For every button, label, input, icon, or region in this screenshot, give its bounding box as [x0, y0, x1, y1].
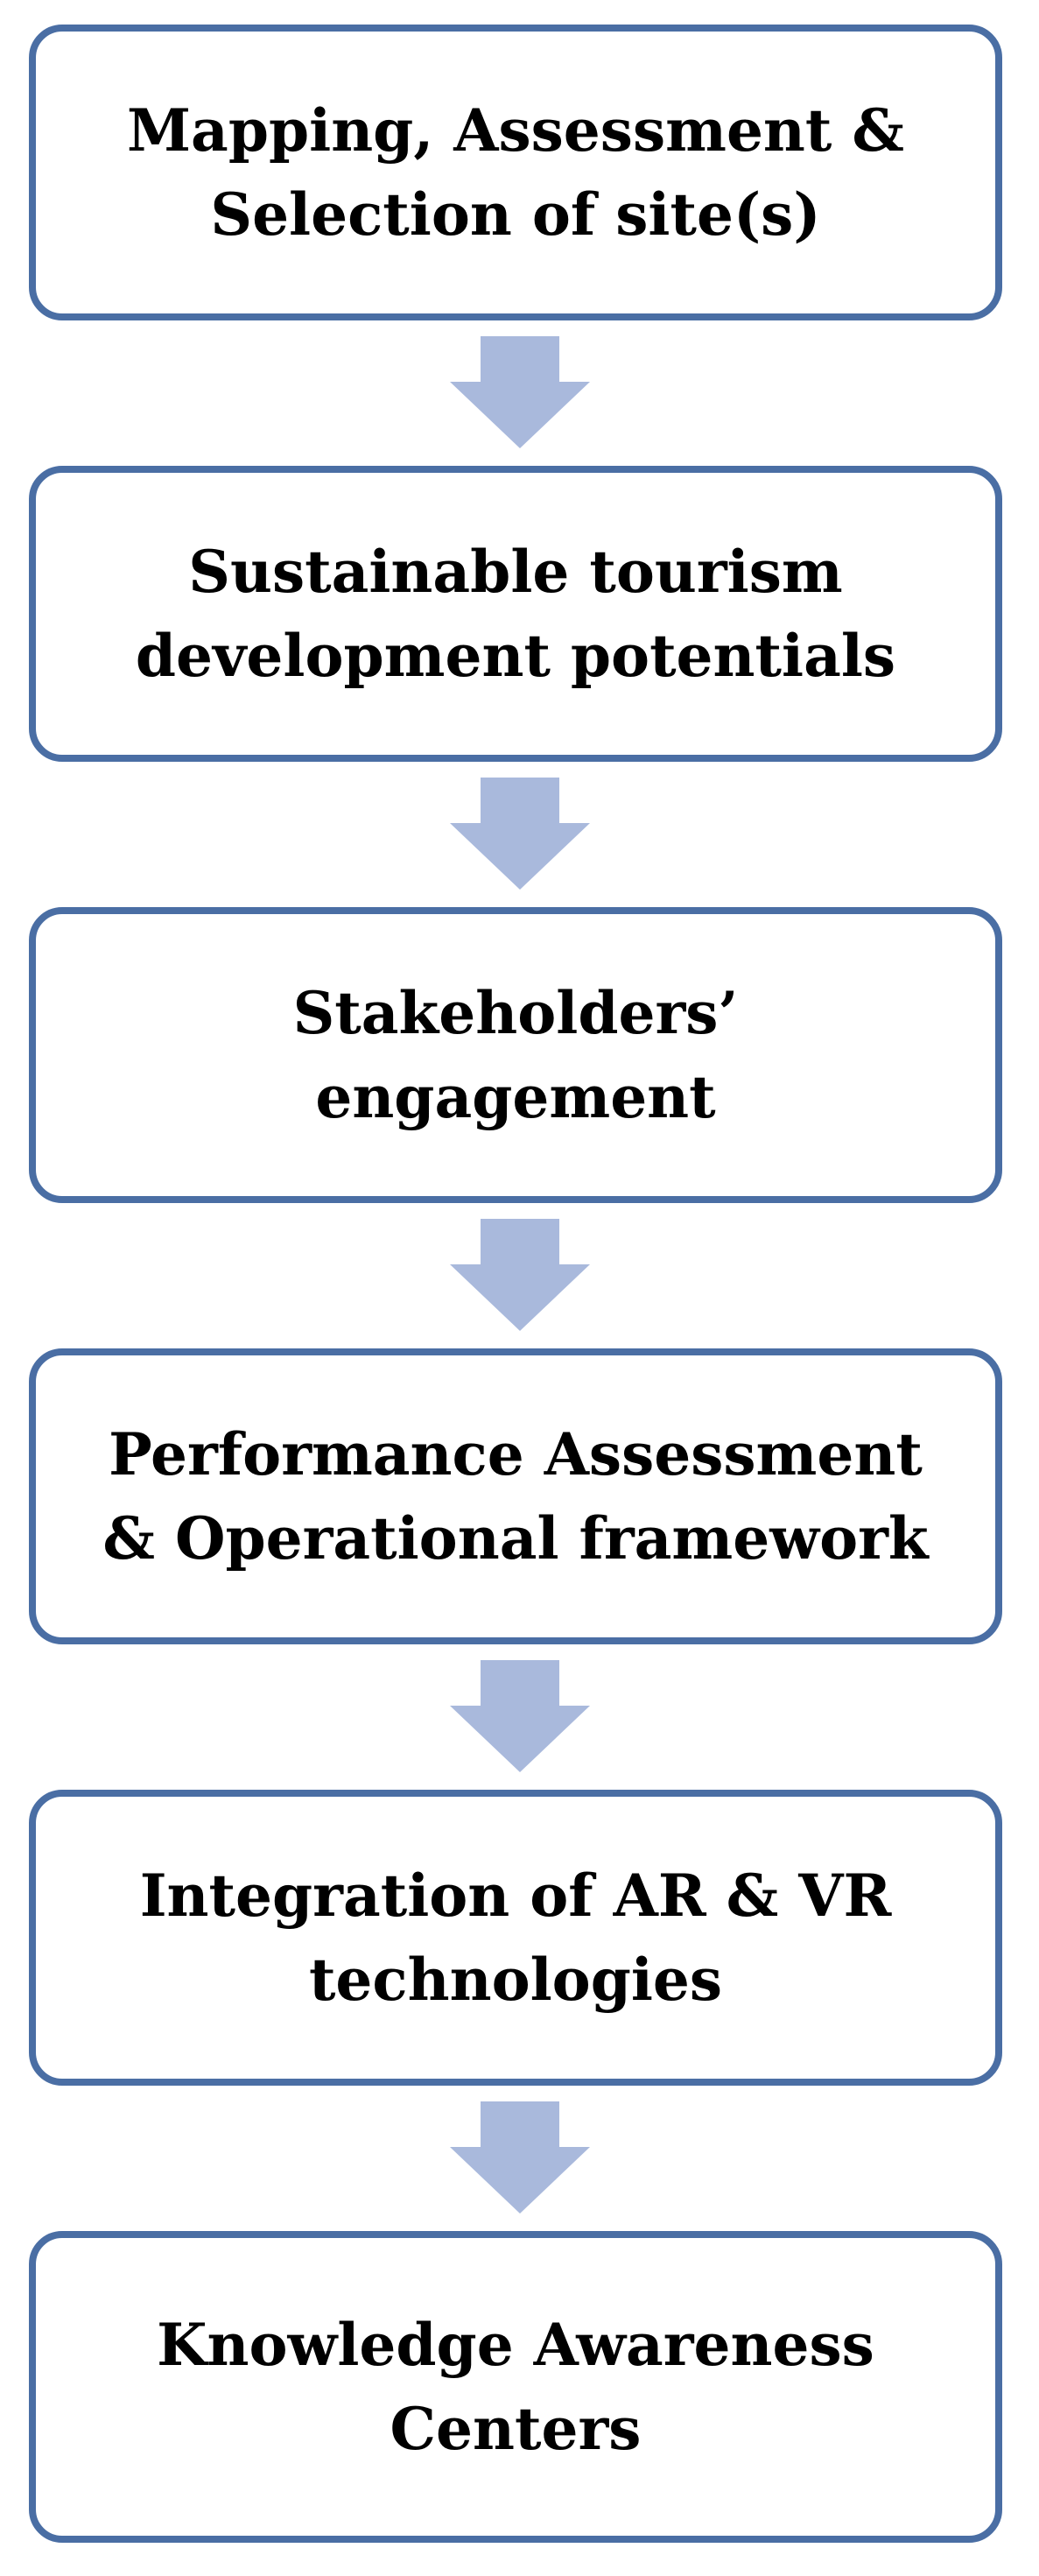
step-label: Performance Assessment & Operational fra… — [102, 1420, 929, 1573]
step-label: Integration of AR & VR technologies — [139, 1862, 892, 2014]
step-label: Stakeholders’ engagement — [292, 979, 739, 1131]
down-arrow-icon — [450, 2101, 590, 2214]
step-label: Knowledge Awareness Centers — [157, 2311, 874, 2463]
step-label: Mapping, Assessment & Selection of site(… — [127, 96, 904, 249]
step-box-stakeholders-engagement: Stakeholders’ engagement — [29, 907, 1002, 1203]
down-arrow-icon — [450, 1219, 590, 1331]
step-box-site-selection: Mapping, Assessment & Selection of site(… — [29, 25, 1002, 320]
step-box-performance-assessment: Performance Assessment & Operational fra… — [29, 1348, 1002, 1644]
step-box-tourism-potentials: Sustainable tourism development potentia… — [29, 466, 1002, 762]
down-arrow-icon — [450, 778, 590, 890]
down-arrow-icon — [450, 336, 590, 448]
step-label: Sustainable tourism development potentia… — [135, 538, 896, 690]
step-box-ar-vr-integration: Integration of AR & VR technologies — [29, 1790, 1002, 2086]
step-box-knowledge-centers: Knowledge Awareness Centers — [29, 2231, 1002, 2543]
down-arrow-icon — [450, 1660, 590, 1772]
